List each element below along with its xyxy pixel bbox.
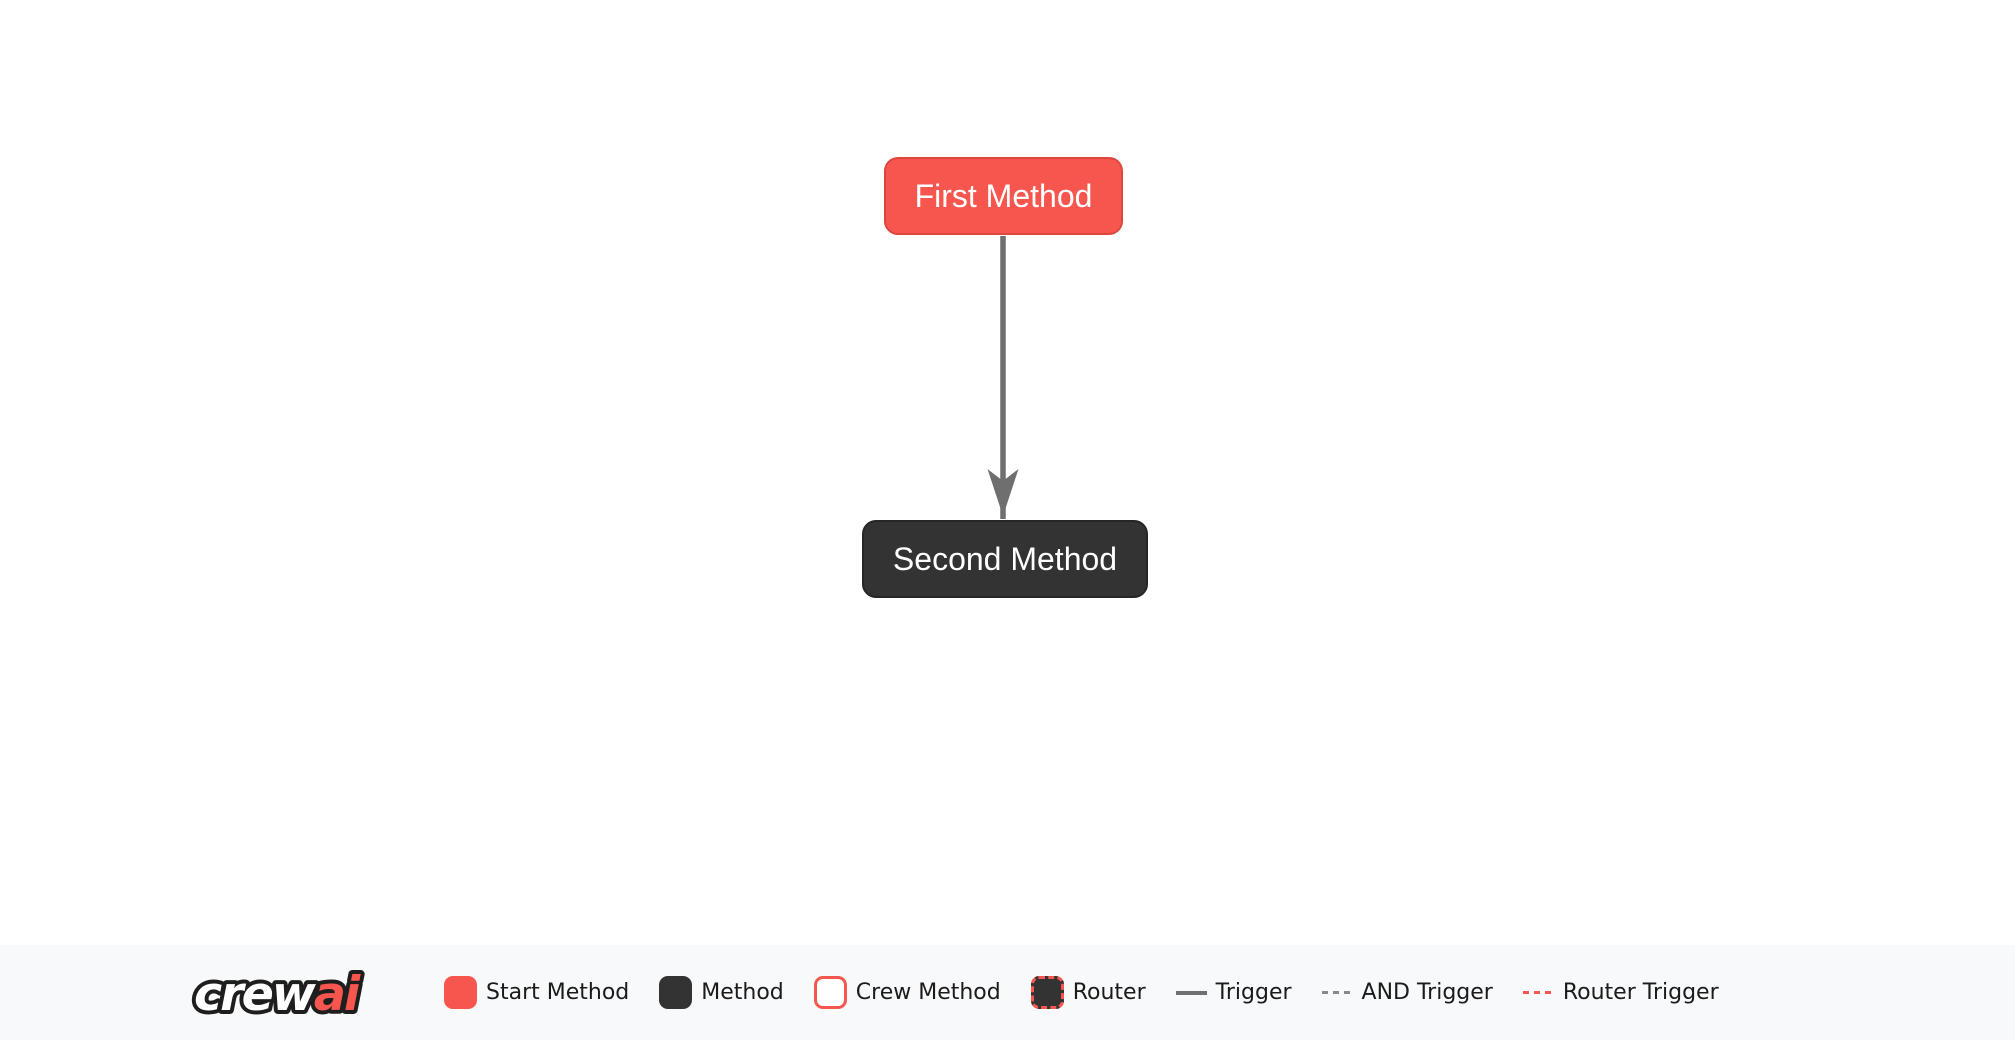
legend-label: Crew Method (855, 980, 1001, 1005)
legend-item-crew-method: Crew Method (813, 976, 1001, 1009)
legend-label: Router (1072, 980, 1146, 1005)
node-first-method[interactable]: First Method (884, 157, 1123, 235)
start-method-swatch-icon (444, 976, 477, 1009)
trigger-edge (987, 236, 1019, 519)
node-first-method-label: First Method (914, 177, 1093, 214)
crewai-logo-text: crewai (194, 966, 361, 1021)
legend-label: Router Trigger (1562, 980, 1719, 1005)
router-swatch-icon (1030, 976, 1064, 1009)
legend-item-method: Method (659, 976, 784, 1009)
legend-item-start-method: Start Method (444, 976, 629, 1009)
legend-item-trigger: Trigger (1175, 980, 1292, 1005)
method-swatch-icon (659, 976, 693, 1009)
legend-label: Trigger (1215, 980, 1292, 1005)
flow-canvas[interactable]: First Method Second Method (0, 0, 2015, 945)
legend-item-router-trigger: Router Trigger (1522, 980, 1719, 1005)
trigger-line-icon (1175, 990, 1207, 995)
crew-method-swatch-icon (813, 976, 847, 1009)
legend-label: AND Trigger (1361, 980, 1493, 1005)
legend-label: Start Method (486, 980, 630, 1005)
legend-item-and-trigger: AND Trigger (1321, 980, 1493, 1005)
router-trigger-line-icon (1522, 991, 1554, 994)
and-trigger-line-icon (1321, 991, 1353, 994)
node-second-method-label: Second Method (892, 540, 1118, 577)
legend-item-router: Router (1030, 976, 1146, 1009)
node-second-method[interactable]: Second Method (862, 520, 1148, 598)
legend-label: Method (701, 980, 784, 1005)
edge-arrowhead-icon (987, 469, 1019, 516)
legend-bar: crewai Start Method Method Crew Method R… (0, 945, 2015, 1040)
crewai-logo: crewai (190, 962, 367, 1025)
